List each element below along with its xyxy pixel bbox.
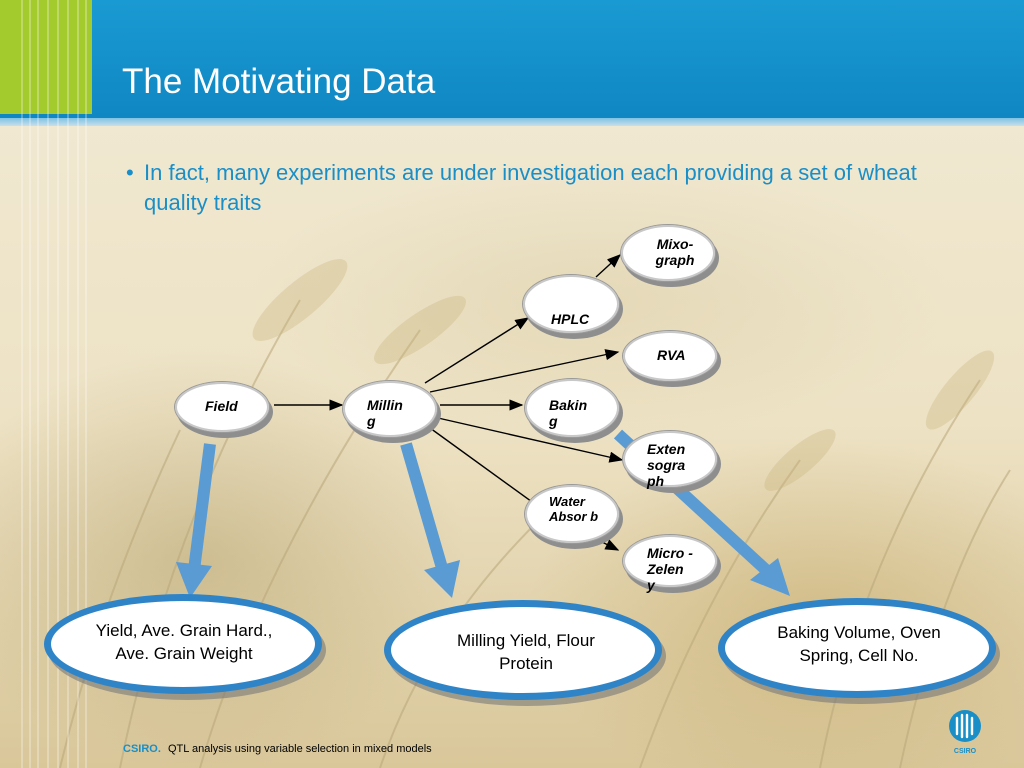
big-arrow-milling-head [424,560,460,598]
big-arrow-field-head [176,562,212,598]
oval-baking-traits: Baking Volume, Oven Spring, Cell No. [718,598,996,698]
arrow-hplc-mixograph [595,254,622,278]
node-mixograph-label: Mixo- graph [655,236,695,268]
slide-header [0,0,1024,122]
big-arrow-field [188,443,216,571]
node-field-label: Field [205,398,238,414]
node-baking: Bakin g [524,378,620,438]
node-rva: RVA [622,330,718,382]
big-arrow-baking-head [750,558,790,596]
milling-traits-text: Milling Yield, Flour Protein [457,631,595,673]
node-extensograph: Exten sogra ph [622,430,718,489]
arrow-milling-water [429,427,548,513]
slide-footer: CSIRO. QTL analysis using variable selec… [123,743,432,755]
node-rva-label: RVA [657,347,686,363]
bullet-text: In fact, many experiments are under inve… [144,160,917,215]
node-field: Field [174,381,270,433]
node-extensograph-label: Exten sogra ph [647,441,686,489]
node-baking-label: Bakin g [549,397,588,429]
node-water-absorb-label: Water Absor b [549,494,599,524]
big-arrow-milling [400,442,448,570]
baking-traits-text: Baking Volume, Oven Spring, Cell No. [777,623,941,665]
header-stripe [0,118,1024,126]
arrow-milling-rva [429,349,620,393]
node-water-absorb: Water Absor b [524,484,620,544]
node-hplc-label: HPLC [551,311,590,327]
node-mixograph: Mixo- graph [620,224,716,282]
node-micro-zeleny-label: Micro - Zelen y [647,545,693,593]
footer-brand: CSIRO. [123,743,161,755]
node-milling: Millin g [342,380,438,438]
bullet-marker: • [126,160,134,185]
logo-label: CSIRO [954,748,977,755]
arrow-milling-hplc [424,317,530,384]
node-hplc: HPLC [522,274,620,334]
csiro-logo-icon: CSIRO [949,710,981,755]
node-micro-zeleny: Micro - Zelen y [622,534,718,593]
slide-title: The Motivating Data [122,62,436,101]
node-milling-label: Millin g [367,397,403,429]
accent-block [0,0,92,114]
footer-text: QTL analysis using variable selection in… [167,743,432,755]
oval-field-traits: Yield, Ave. Grain Hard., Ave. Grain Weig… [44,594,322,694]
arrow-milling-extensograph [437,417,624,463]
field-traits-text: Yield, Ave. Grain Hard., Ave. Grain Weig… [95,621,273,663]
oval-milling-traits: Milling Yield, Flour Protein [384,600,662,700]
